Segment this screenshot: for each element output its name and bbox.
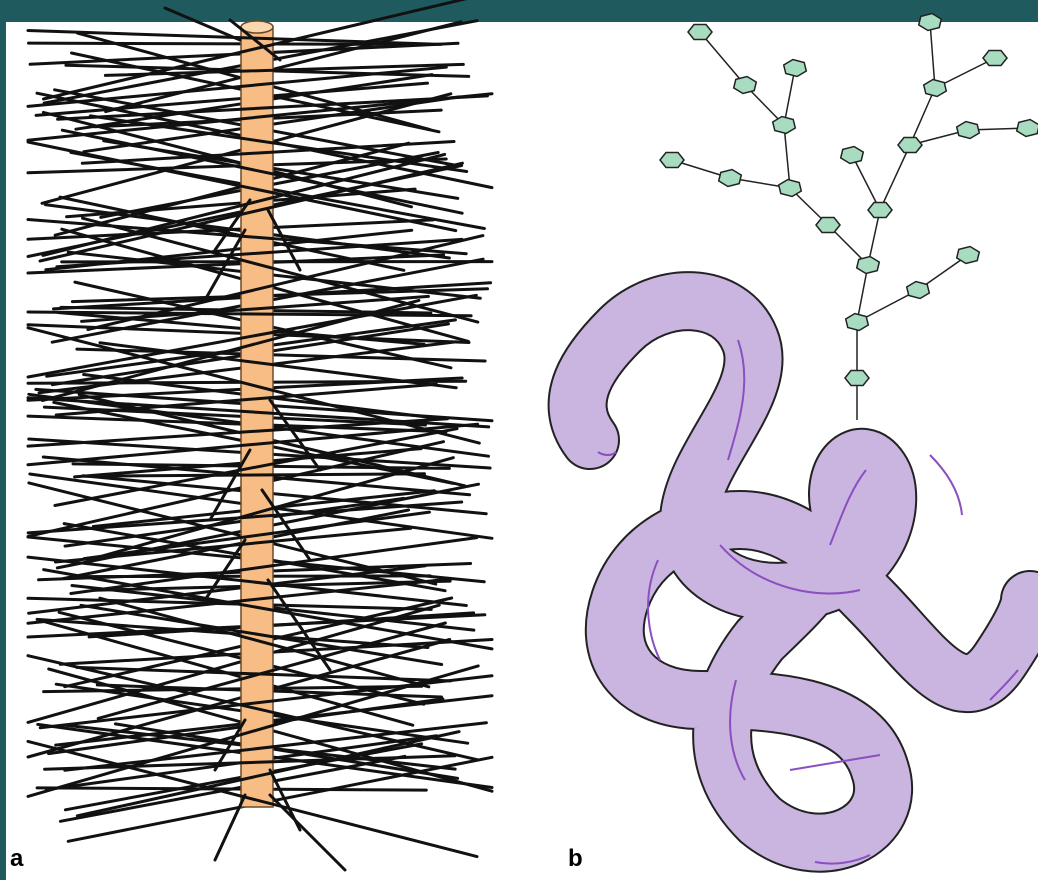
sugar-ring bbox=[845, 371, 869, 386]
sugar-ring bbox=[688, 25, 712, 40]
panel-a-label: a bbox=[10, 845, 24, 872]
sugar-ring bbox=[898, 138, 922, 153]
panel-b-label: b bbox=[568, 845, 583, 872]
sugar-ring bbox=[816, 218, 840, 233]
sugar-ring bbox=[983, 51, 1007, 66]
sugar-ring bbox=[868, 203, 892, 218]
core-rod-body bbox=[241, 27, 273, 807]
sugar-ring bbox=[660, 153, 684, 168]
